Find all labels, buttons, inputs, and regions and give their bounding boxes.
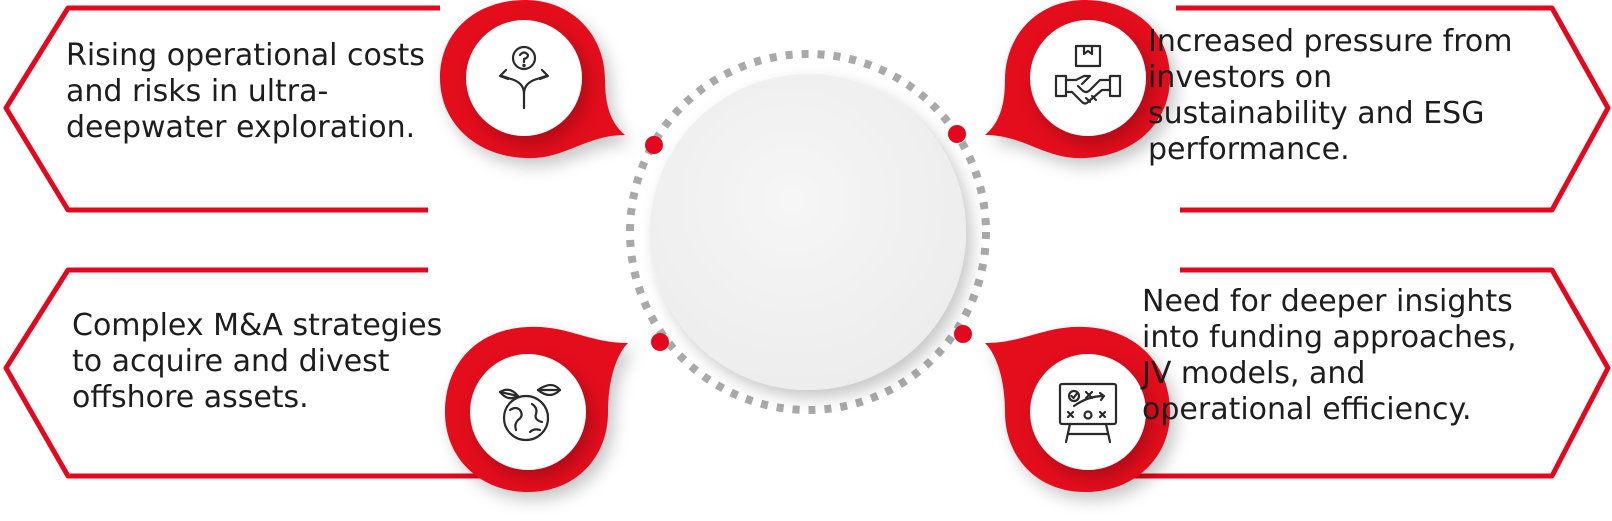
- hub-dotted-ring: [626, 50, 990, 414]
- handshake-box-icon: [1046, 36, 1130, 120]
- card-text-top-right: Increased pressure from investors on sus…: [1148, 24, 1513, 167]
- icon-disc-top-left: [466, 20, 582, 136]
- connector-dot-bottom-left: [651, 333, 669, 351]
- card-outline-bottom-right: [1100, 267, 1611, 479]
- strategy-board-icon: [1046, 370, 1130, 454]
- card-text-top-left: Rising operational costs and risks in ul…: [66, 38, 425, 145]
- globe-leaf-icon: [486, 370, 570, 454]
- connector-dot-top-right: [948, 125, 966, 143]
- connector-dot-bottom-right: [954, 325, 972, 343]
- icon-disc-bottom-left: [470, 354, 586, 470]
- connector-dot-top-left: [645, 136, 663, 154]
- card-outline-top-right: [1176, 5, 1611, 213]
- decision-arrows-icon: [482, 36, 566, 120]
- card-outline-top-left: [3, 5, 440, 213]
- card-text-bottom-left: Complex M&A strategies to acquire and di…: [72, 308, 443, 415]
- hub-center: [650, 74, 966, 390]
- card-text-bottom-right: Need for deeper insights into funding ap…: [1142, 284, 1517, 427]
- card-outline-bottom-left: [3, 267, 510, 479]
